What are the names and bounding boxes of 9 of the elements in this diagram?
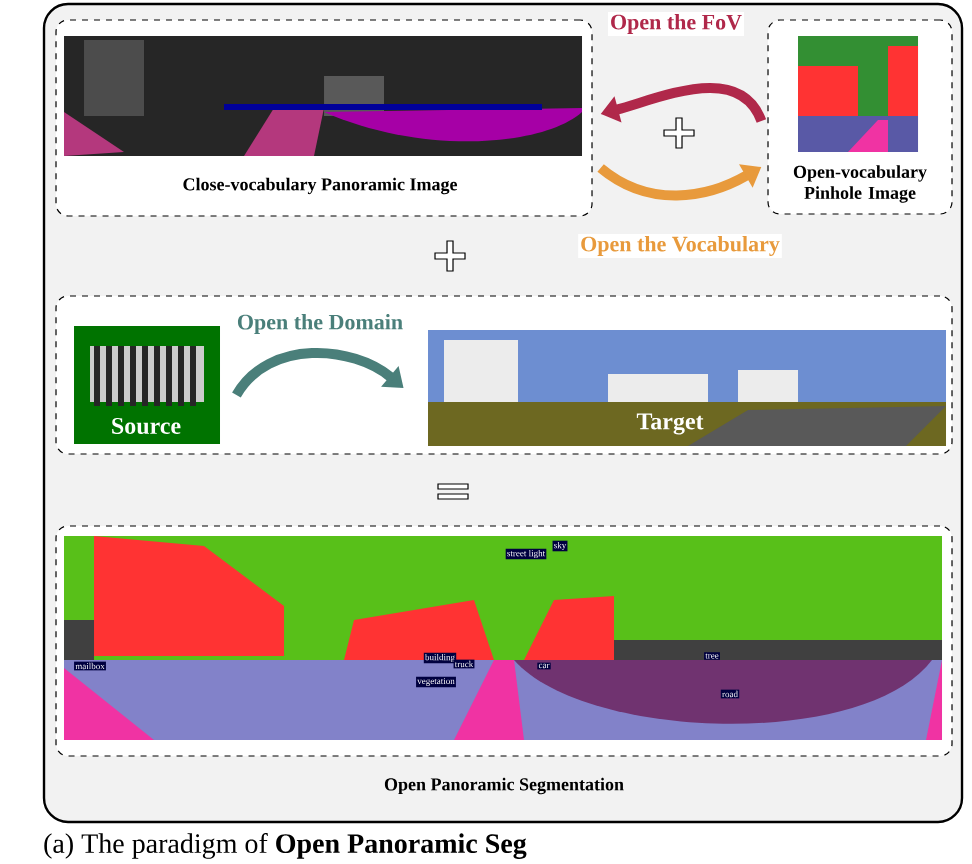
edge-label: Open the Domain	[234, 312, 406, 336]
source-photo: Source	[74, 326, 220, 444]
edge-label: Open the FoV	[608, 12, 744, 36]
target-photo: Target	[428, 330, 946, 446]
image-panel: Open-vocabulary Pinhole Image	[767, 19, 953, 215]
edge-label: Open the Vocabulary	[578, 234, 782, 258]
caption: (a) The paradigm of Open Panoramic Seg	[44, 833, 527, 859]
node-label: Open Panoramic Segmentation	[384, 777, 624, 795]
image-panel: Close-vocabulary Panoramic Image	[55, 19, 593, 217]
